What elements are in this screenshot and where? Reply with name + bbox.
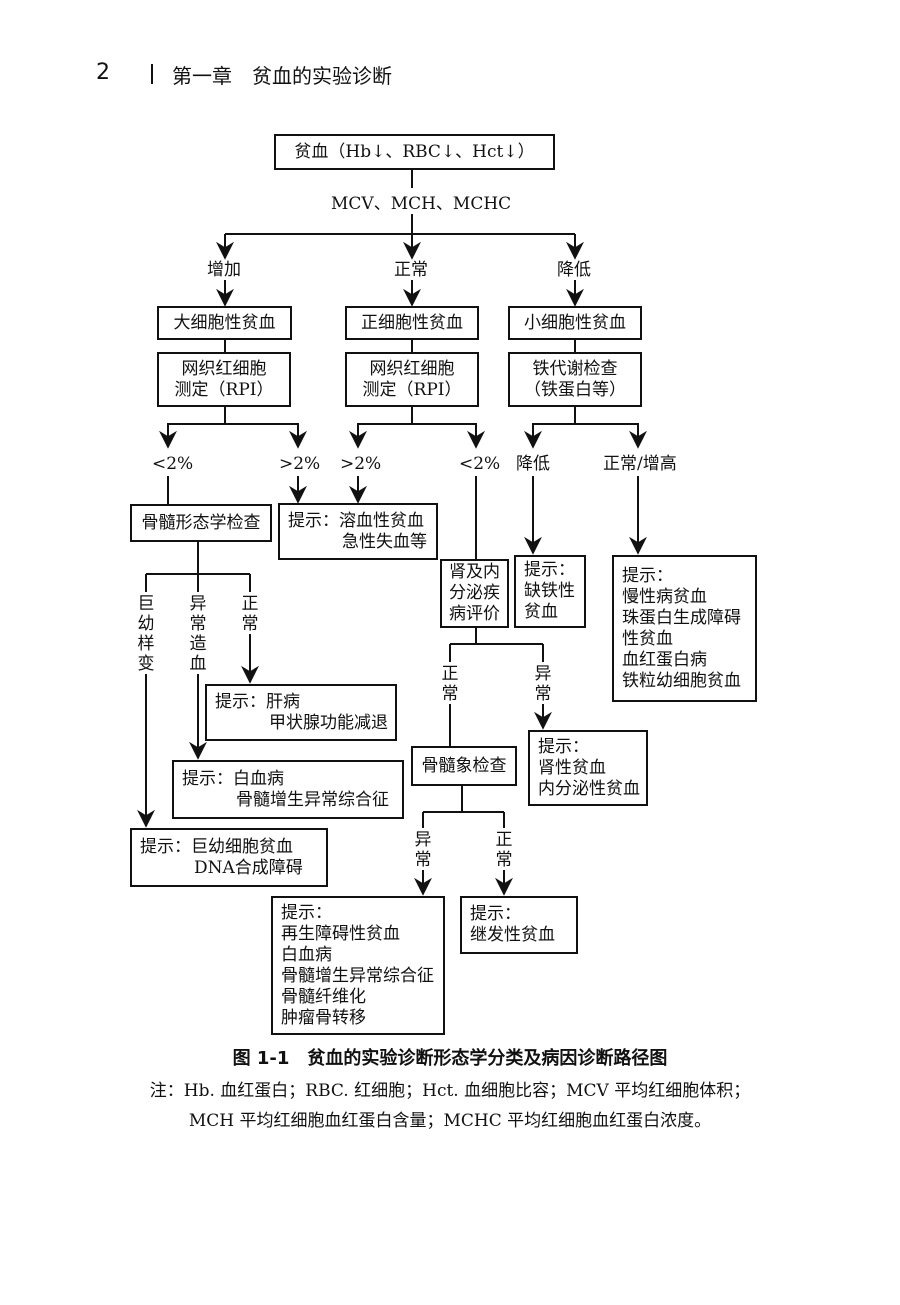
marrow-smear-label: 骨髓象检查 [421, 755, 507, 776]
normal-high-label: 正常/增高 [603, 454, 677, 474]
decrease-label: 降低 [557, 260, 591, 280]
iron-box: 铁代谢检查（铁蛋白等） [508, 352, 642, 407]
iron-deficiency-hint-box: 提示：缺铁性贫血 [514, 555, 586, 628]
marrow-morphology-label: 骨髓形态学检查 [141, 512, 261, 533]
mega-line1: 巨幼细胞贫血 [191, 836, 293, 857]
figure-caption: 图 1-1 贫血的实验诊断形态学分类及病因诊断路径图 [232, 1048, 668, 1069]
flowchart-connectors [137, 170, 647, 896]
aplastic-hint-box: 提示：再生障碍性贫血白血病骨髓增生异常综合征骨髓纤维化肿瘤骨转移 [271, 896, 445, 1035]
mega-line2: DNA合成障碍 [194, 857, 303, 878]
leuk-line2: 骨髓增生异常综合征 [236, 789, 389, 810]
marrow-smear-box: 骨髓象检查 [411, 746, 517, 786]
aplastic-line3: 骨髓增生异常综合征 [281, 965, 434, 986]
rpi-left-line1: 网织红细胞 [181, 358, 267, 379]
renal-hint-box: 提示：肾性贫血内分泌性贫血 [528, 730, 648, 806]
rpi-box-middle: 网织红细胞测定（RPI） [345, 352, 479, 407]
hint-label: 提示： [538, 736, 589, 757]
anemia-box: 贫血（Hb↓、RBC↓、Hct↓） [274, 134, 555, 170]
megaloblastic-change-label: 巨幼样变 [136, 594, 156, 674]
indices-label: MCV、MCH、MCHC [331, 194, 512, 214]
chronic-line5: 铁粒幼细胞贫血 [622, 670, 741, 691]
hint-label: 提示： [470, 904, 521, 924]
increase-label: 增加 [207, 260, 241, 280]
kidney-eval-label: 肾及内分泌疾病评价 [449, 562, 500, 624]
renal-line1: 肾性贫血 [538, 757, 606, 778]
aplastic-line2: 白血病 [281, 944, 332, 965]
marrow-morphology-box: 骨髓形态学检查 [130, 504, 272, 542]
normocytic-label: 正细胞性贫血 [361, 312, 463, 333]
leukemia-hint-box: 提示：白血病骨髓增生异常综合征 [172, 760, 404, 819]
iron-line2: （铁蛋白等） [524, 379, 626, 400]
hint-label: 提示： [281, 902, 332, 923]
page-number: 2 [96, 60, 110, 85]
chronic-line2: 珠蛋白生成障碍 [622, 607, 741, 628]
note-line1: 注：Hb. 血红蛋白；RBC. 红细胞；Hct. 血细胞比容；MCV 平均红细胞… [149, 1081, 751, 1101]
hint-label: 提示： [288, 510, 339, 531]
secondary-hint-box: 提示：继发性贫血 [460, 896, 578, 954]
hint-label: 提示： [524, 560, 575, 580]
hint-label: 提示： [622, 565, 673, 586]
abnormal-vertical-label-kidney: 异常 [533, 664, 553, 704]
liver-line1: 肝病 [266, 691, 300, 712]
liver-hint-box: 提示：肝病甲状腺功能减退 [205, 684, 397, 741]
aplastic-line5: 肿瘤骨转移 [281, 1007, 366, 1028]
chronic-hint-box: 提示：慢性病贫血珠蛋白生成障碍性贫血血红蛋白病铁粒幼细胞贫血 [612, 555, 757, 702]
rpi-middle-line1: 网织红细胞 [369, 358, 455, 379]
normal-vertical-label-kidney: 正常 [440, 664, 460, 704]
aplastic-line4: 骨髓纤维化 [281, 986, 366, 1007]
hint-label: 提示： [215, 691, 266, 712]
microcytic-box: 小细胞性贫血 [508, 306, 642, 340]
rpi-box-left: 网织红细胞测定（RPI） [157, 352, 291, 407]
ida-line1: 缺铁性 [524, 581, 575, 601]
renal-line2: 内分泌性贫血 [538, 778, 640, 799]
dyshematopoiesis-label: 异常造血 [188, 594, 208, 674]
microcytic-label: 小细胞性贫血 [524, 312, 626, 333]
page-header: 2 第一章 贫血的实验诊断 [0, 58, 900, 92]
lt2-left-label: <2% [152, 454, 194, 474]
header-divider [151, 64, 153, 84]
chapter-title: 第一章 贫血的实验诊断 [172, 64, 392, 88]
rpi-left-line2: 测定（RPI） [174, 379, 274, 400]
hemolytic-line1: 溶血性贫血 [339, 510, 424, 531]
note-line2: MCH 平均红细胞血红蛋白含量；MCHC 平均红细胞血红蛋白浓度。 [188, 1111, 712, 1131]
kidney-eval-box: 肾及内分泌疾病评价 [440, 559, 509, 628]
lt2-middle-label: <2% [459, 454, 501, 474]
chronic-line4: 血红蛋白病 [622, 649, 707, 670]
abnormal-vertical-label-marrow: 异常 [413, 830, 433, 870]
chronic-line3: 性贫血 [622, 628, 673, 649]
macrocytic-label: 大细胞性贫血 [173, 312, 276, 333]
anemia-label: 贫血（Hb↓、RBC↓、Hct↓） [294, 141, 535, 162]
secondary-line1: 继发性贫血 [470, 925, 555, 945]
hint-label: 提示： [182, 768, 233, 789]
iron-line1: 铁代谢检查 [532, 358, 618, 379]
hemolytic-line2: 急性失血等 [342, 531, 427, 552]
normal-vertical-label-marrow: 正常 [494, 830, 514, 870]
normal-vertical-label-left: 正常 [240, 594, 260, 634]
rpi-middle-line2: 测定（RPI） [362, 379, 462, 400]
gt2-middle-label: >2% [340, 454, 382, 474]
hint-label: 提示： [140, 836, 191, 857]
hemolytic-hint-box: 提示：溶血性贫血急性失血等 [278, 503, 438, 560]
normocytic-box: 正细胞性贫血 [345, 306, 479, 340]
ida-line2: 贫血 [524, 602, 558, 622]
gt2-left-label: >2% [279, 454, 321, 474]
chronic-line1: 慢性病贫血 [622, 586, 707, 607]
macrocytic-box: 大细胞性贫血 [157, 306, 292, 340]
aplastic-line1: 再生障碍性贫血 [281, 923, 400, 944]
normal-label: 正常 [394, 260, 428, 280]
liver-line2: 甲状腺功能减退 [269, 712, 388, 733]
reduced-label: 降低 [516, 454, 550, 474]
leuk-line1: 白血病 [233, 768, 284, 789]
